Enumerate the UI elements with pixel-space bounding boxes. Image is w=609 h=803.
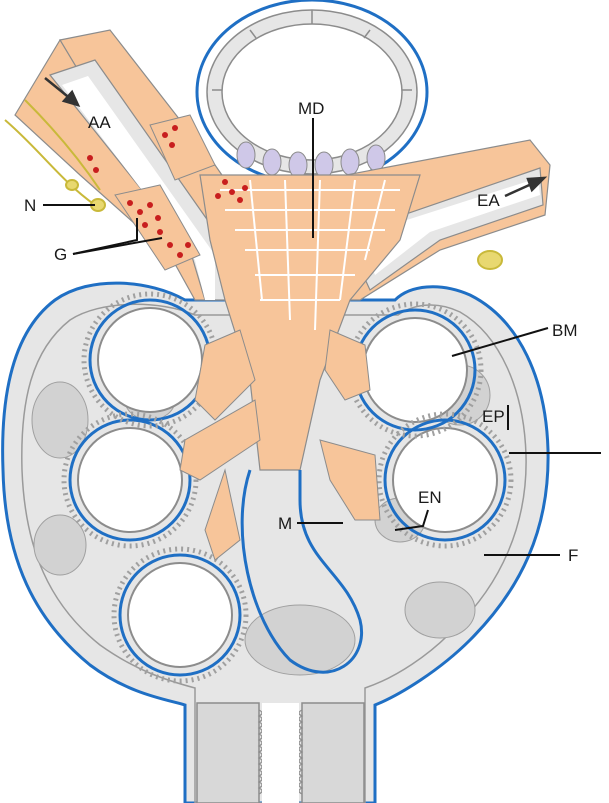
label-bm: BM [552,321,578,340]
label-aa: AA [88,113,111,132]
label-n: N [24,196,36,215]
label-m: M [278,514,292,533]
label-en: EN [418,488,442,507]
label-md: MD [298,99,324,118]
label-ep: EP [482,407,505,426]
label-f: F [568,546,578,565]
label-ea: EA [477,191,500,210]
label-g: G [54,245,67,264]
